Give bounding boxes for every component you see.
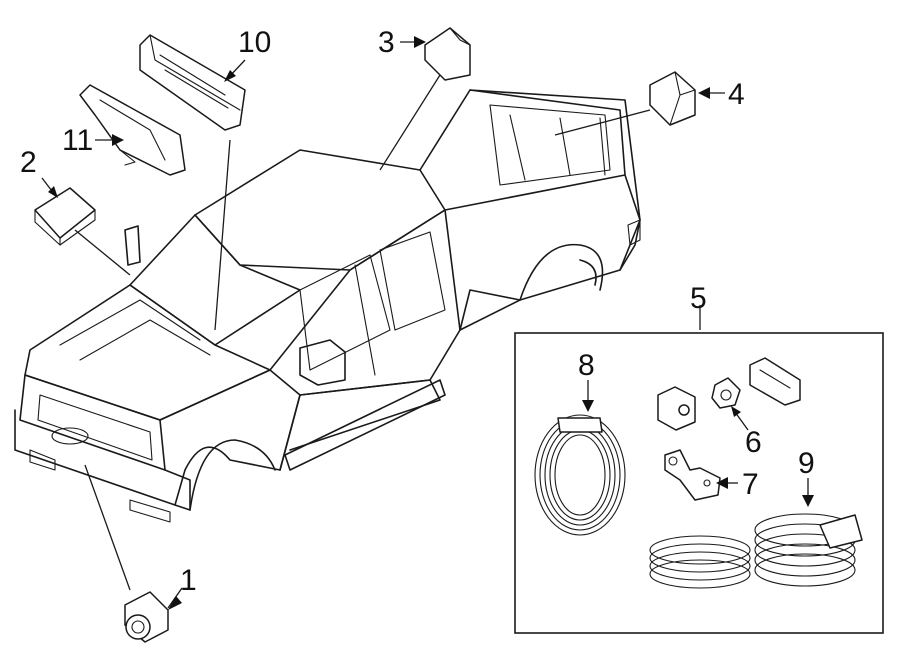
callout-8: 8 xyxy=(578,349,595,382)
part-9-cable-coils xyxy=(649,478,863,589)
part-8-wire-harness xyxy=(534,380,626,536)
part-3-module xyxy=(400,27,471,81)
leader-lines xyxy=(74,74,701,591)
kit-5-box xyxy=(514,332,884,634)
callout-11: 11 xyxy=(62,124,93,157)
part-1-camera xyxy=(124,587,183,643)
callout-6: 6 xyxy=(745,426,762,459)
callout-1: 1 xyxy=(180,564,197,597)
callout-9: 9 xyxy=(798,447,815,480)
callout-labels: 1 2 3 4 5 6 7 8 9 10 11 xyxy=(20,26,815,597)
pickup-truck-illustration xyxy=(14,89,641,523)
callout-7: 7 xyxy=(742,468,759,501)
callout-5: 5 xyxy=(690,282,707,315)
callout-4: 4 xyxy=(728,78,745,111)
part-11-bracket xyxy=(79,84,186,176)
part-7-bracket xyxy=(664,449,738,501)
part-4-sensor xyxy=(649,71,725,126)
part-2-sensor-module xyxy=(34,177,96,246)
callout-2: 2 xyxy=(20,146,37,179)
part-10-control-module xyxy=(139,34,246,131)
callout-10: 10 xyxy=(238,26,271,59)
callout-3: 3 xyxy=(378,26,395,59)
kit-small-parts xyxy=(657,357,801,431)
